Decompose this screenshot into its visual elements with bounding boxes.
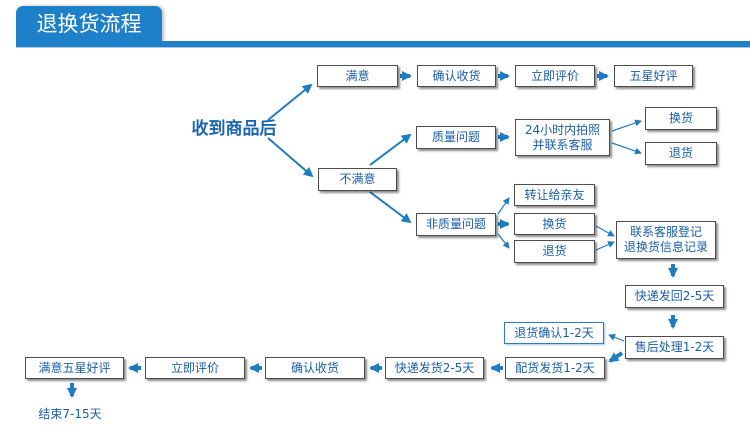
branch-unsatisfied-arrow	[267, 137, 314, 178]
branch-non-quality-arrow	[369, 191, 412, 224]
five-star-node: 五星好评	[614, 65, 693, 87]
confirm-receipt-node: 确认收货	[417, 65, 496, 87]
nq-to-transfer-arrow	[497, 197, 510, 215]
contact-to-refund-arrow	[611, 142, 642, 155]
refund-to-register-arrow	[595, 241, 615, 251]
five-star-2-node: 满意五星好评	[25, 357, 124, 379]
branch-quality-arrow	[369, 133, 412, 166]
contact-service-node: 24小时内拍照 并联系客服	[515, 119, 610, 156]
refund-confirm-node: 退货确认1-2天	[504, 322, 604, 344]
received-goods-label: 收到商品后	[191, 119, 277, 139]
contact-to-exchange-arrow	[611, 119, 642, 132]
ship-back-node: 快递发回2-5天	[625, 285, 724, 308]
redeliver-node: 配货发货1-2天	[505, 357, 605, 379]
exchange-to-register-arrow	[595, 225, 615, 237]
review-node: 立即评价	[515, 65, 595, 87]
quality-issue-node: 质量问题	[416, 126, 496, 149]
register-info-node: 联系客服登记 退换货信息记录	[616, 221, 716, 259]
nq-to-refund-arrow	[497, 233, 510, 249]
review-2-node: 立即评价	[145, 357, 245, 379]
unsatisfied-node: 不满意	[318, 168, 397, 191]
header-divider	[16, 47, 750, 48]
quality-refund-node: 退货	[645, 142, 717, 165]
non-quality-issue-node: 非质量问题	[416, 213, 496, 236]
nq-exchange-node: 换货	[514, 213, 595, 235]
branch-satisfied-arrow	[267, 83, 313, 121]
courier-ship-node: 快递发货2-5天	[385, 357, 484, 379]
transfer-to-friend-node: 转让给亲友	[514, 184, 595, 206]
page-title: 退换货流程	[16, 6, 162, 43]
aftersales-to-refundconfirm-arrow	[608, 333, 625, 342]
confirm-receipt-2-node: 确认收货	[265, 357, 365, 379]
after-sales-node: 售后处理1-2天	[625, 336, 724, 359]
nq-refund-node: 退货	[514, 240, 595, 263]
quality-exchange-node: 换货	[645, 107, 717, 130]
end-label: 结束7-15天	[38, 407, 102, 421]
aftersales-to-redeliver-arrow	[608, 351, 624, 363]
satisfied-node: 满意	[317, 65, 398, 87]
header-bar	[16, 41, 750, 47]
